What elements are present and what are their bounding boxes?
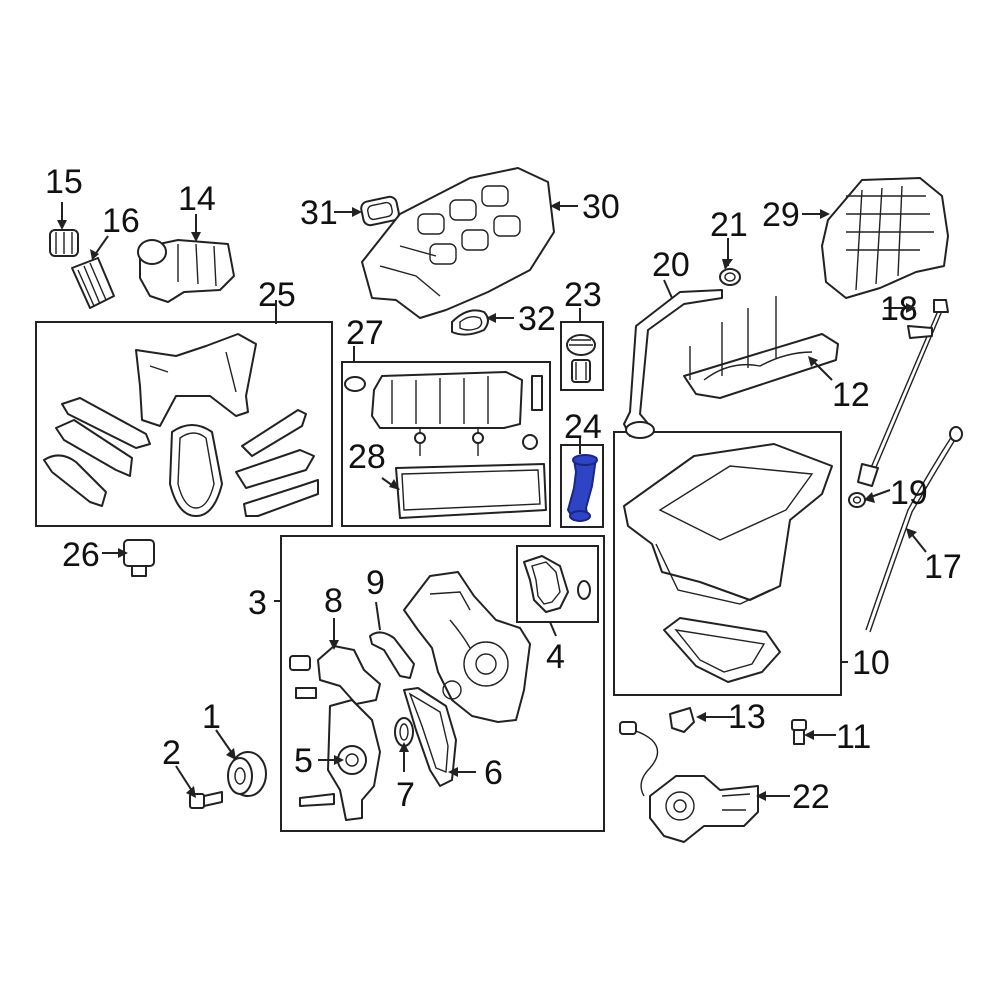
callout-9: 9 [366,564,385,602]
group-box-25-timing-chain [35,321,333,527]
group-box-3-timing-cover [280,535,605,832]
callout-26: 26 [62,536,100,574]
part-13-drain-plug[interactable] [669,707,695,733]
callout-2: 2 [162,734,181,772]
part-12-windage-tray[interactable] [683,296,839,399]
part-2-bolt[interactable] [189,791,223,809]
callout-14: 14 [178,180,216,218]
callout-24: 24 [564,408,602,446]
part-1-pulley[interactable] [227,751,267,797]
part-17-dipstick-tube-lower[interactable] [865,426,963,633]
callout-31: 31 [300,194,338,232]
callout-6: 6 [484,754,503,792]
callout-17: 17 [924,548,962,586]
callout-7: 7 [396,776,415,814]
part-19-o-ring[interactable] [848,492,866,508]
part-20-dipstick-tube[interactable] [623,289,723,439]
callout-10: 10 [852,644,890,682]
callout-27: 27 [346,314,384,352]
callout-20: 20 [652,246,690,284]
callout-19: 19 [890,474,928,512]
part-26-sensor[interactable] [123,539,155,577]
callout-numbers: 15 16 14 31 30 32 23 24 21 20 29 12 18 1… [45,163,962,816]
part-31-gasket[interactable] [360,195,400,227]
part-9-seal[interactable] [369,631,415,679]
callout-8: 8 [324,582,343,620]
callout-29: 29 [762,196,800,234]
callout-4: 4 [546,638,565,676]
callout-25: 25 [258,276,296,314]
part-18-dipstick[interactable] [857,299,949,487]
callout-3: 3 [248,584,267,622]
part-16-oil-filter-element[interactable] [71,257,115,309]
part-7-seal[interactable] [394,717,414,747]
part-8-housing[interactable] [289,645,381,705]
callout-16: 16 [102,202,140,240]
group-box-4-gaskets [516,545,599,623]
callout-23: 23 [564,276,602,314]
callout-13: 13 [728,698,766,736]
part-25-timing-chain-kit[interactable] [43,333,319,517]
callout-28: 28 [348,438,386,476]
part-28-valve-cover-gasket[interactable] [395,463,547,519]
group-box-27-valve-cover [341,361,551,527]
part-5-water-pump[interactable] [299,699,381,821]
callout-15: 15 [45,163,83,201]
group-box-24-oil-tube [560,444,604,528]
group-box-10-oil-pan [613,431,842,696]
part-6-gasket[interactable] [403,687,457,787]
part-14-oil-filter-housing[interactable] [137,239,235,303]
part-22-oil-pump[interactable] [619,721,759,843]
callout-1: 1 [202,698,221,736]
part-27-valve-cover[interactable] [344,371,543,456]
callout-30: 30 [582,188,620,226]
part-32-gasket[interactable] [451,309,489,336]
callout-11: 11 [836,718,871,756]
callout-32: 32 [518,300,556,338]
callout-21: 21 [710,206,748,244]
group-box-23-oil-cap [560,321,604,391]
part-24-oil-filler-tube[interactable] [566,454,598,522]
callout-22: 22 [792,778,830,816]
callout-12: 12 [832,376,870,414]
part-15-oil-filter-cap[interactable] [49,229,79,257]
part-23-oil-filler-cap[interactable] [566,334,596,383]
part-10-oil-pan[interactable] [623,443,833,683]
part-11-bolt[interactable] [791,719,807,745]
part-4-gasket-set[interactable] [523,555,591,613]
part-21-o-ring[interactable] [719,268,741,286]
leader-arrowheads [57,201,917,801]
part-29-intake-manifold[interactable] [821,177,949,299]
part-3-timing-cover[interactable] [403,571,531,723]
part-30-upper-intake-manifold[interactable] [361,167,555,319]
callout-5: 5 [294,742,313,780]
